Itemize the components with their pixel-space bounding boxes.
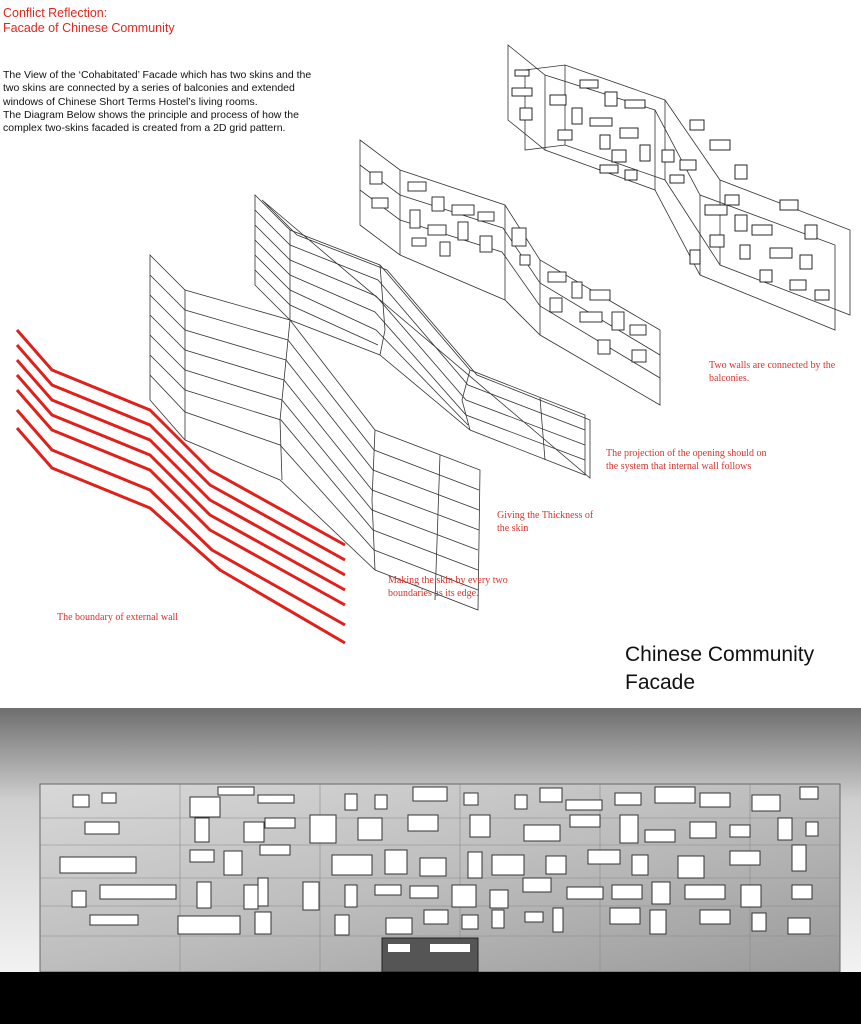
boundary-lines	[15, 329, 346, 645]
page-title: Conflict Reflection: Facade of Chinese C…	[3, 6, 175, 36]
intro-line: complex two-skins facaded is created fro…	[3, 122, 286, 135]
thick-skin	[254, 194, 591, 479]
intro-paragraph: The View of the ‘Cohabitated’ Facade whi…	[3, 69, 348, 135]
final-facade-balconies	[511, 69, 830, 301]
intro-line: windows of Chinese Short Terms Hostel’s …	[3, 95, 258, 108]
title-line-2: Facade of Chinese Community	[3, 21, 175, 35]
facade-ground	[0, 972, 861, 1024]
facade-windows	[59, 786, 819, 936]
facade-wall	[39, 783, 841, 973]
process-diagram	[15, 44, 851, 645]
intro-line: two skins are connected by a series of b…	[3, 82, 295, 95]
step-label-skin: Making the skin by every two boundaries …	[388, 575, 508, 599]
step-label-thickness: Giving the Thickness of the skin	[497, 510, 594, 534]
openings-skin	[359, 139, 661, 406]
intro-line: The View of the ‘Cohabitated’ Facade whi…	[3, 69, 312, 81]
entrance-sign	[430, 944, 470, 952]
facade-title: Chinese Community Facade	[625, 643, 815, 694]
facade-grid	[40, 784, 840, 972]
openings-skin-windows	[369, 171, 647, 363]
facade-entrance	[381, 937, 479, 973]
intro-line: The Diagram Below shows the principle an…	[3, 108, 299, 121]
step-label-projection: The projection of the opening should on …	[606, 448, 767, 472]
title-line-1: Conflict Reflection:	[3, 6, 108, 20]
step-label-connection: Two walls are connected by the balconies…	[709, 360, 836, 384]
step-label-boundary: The boundary of external wall	[57, 612, 179, 623]
facade-background	[0, 708, 861, 972]
skin-surface	[149, 254, 481, 611]
entrance-sign	[388, 944, 410, 952]
